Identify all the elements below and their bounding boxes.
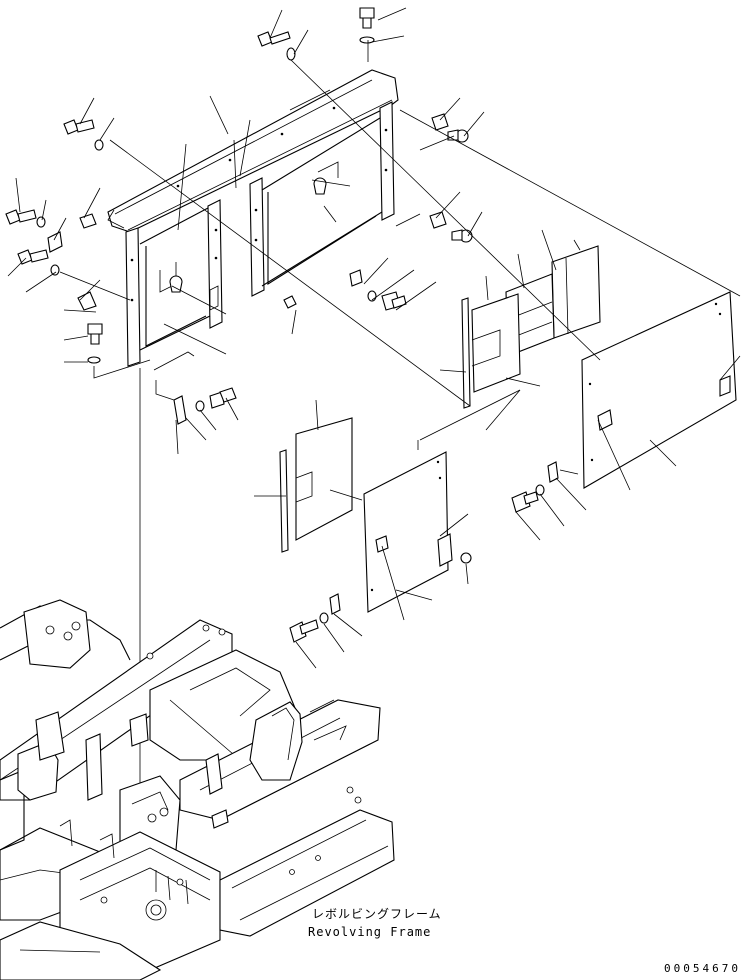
document-number: 00054670 <box>664 962 741 975</box>
bolt-set-top <box>5 7 473 425</box>
insulation-pads <box>279 245 601 553</box>
leader-lines <box>7 7 741 669</box>
frame-title-english: Revolving Frame <box>308 925 432 939</box>
revolving-frame <box>0 599 395 980</box>
bracket-frame <box>107 69 399 367</box>
door-panels <box>289 291 737 643</box>
frame-title-japanese: レボルビングフレーム <box>312 907 442 921</box>
